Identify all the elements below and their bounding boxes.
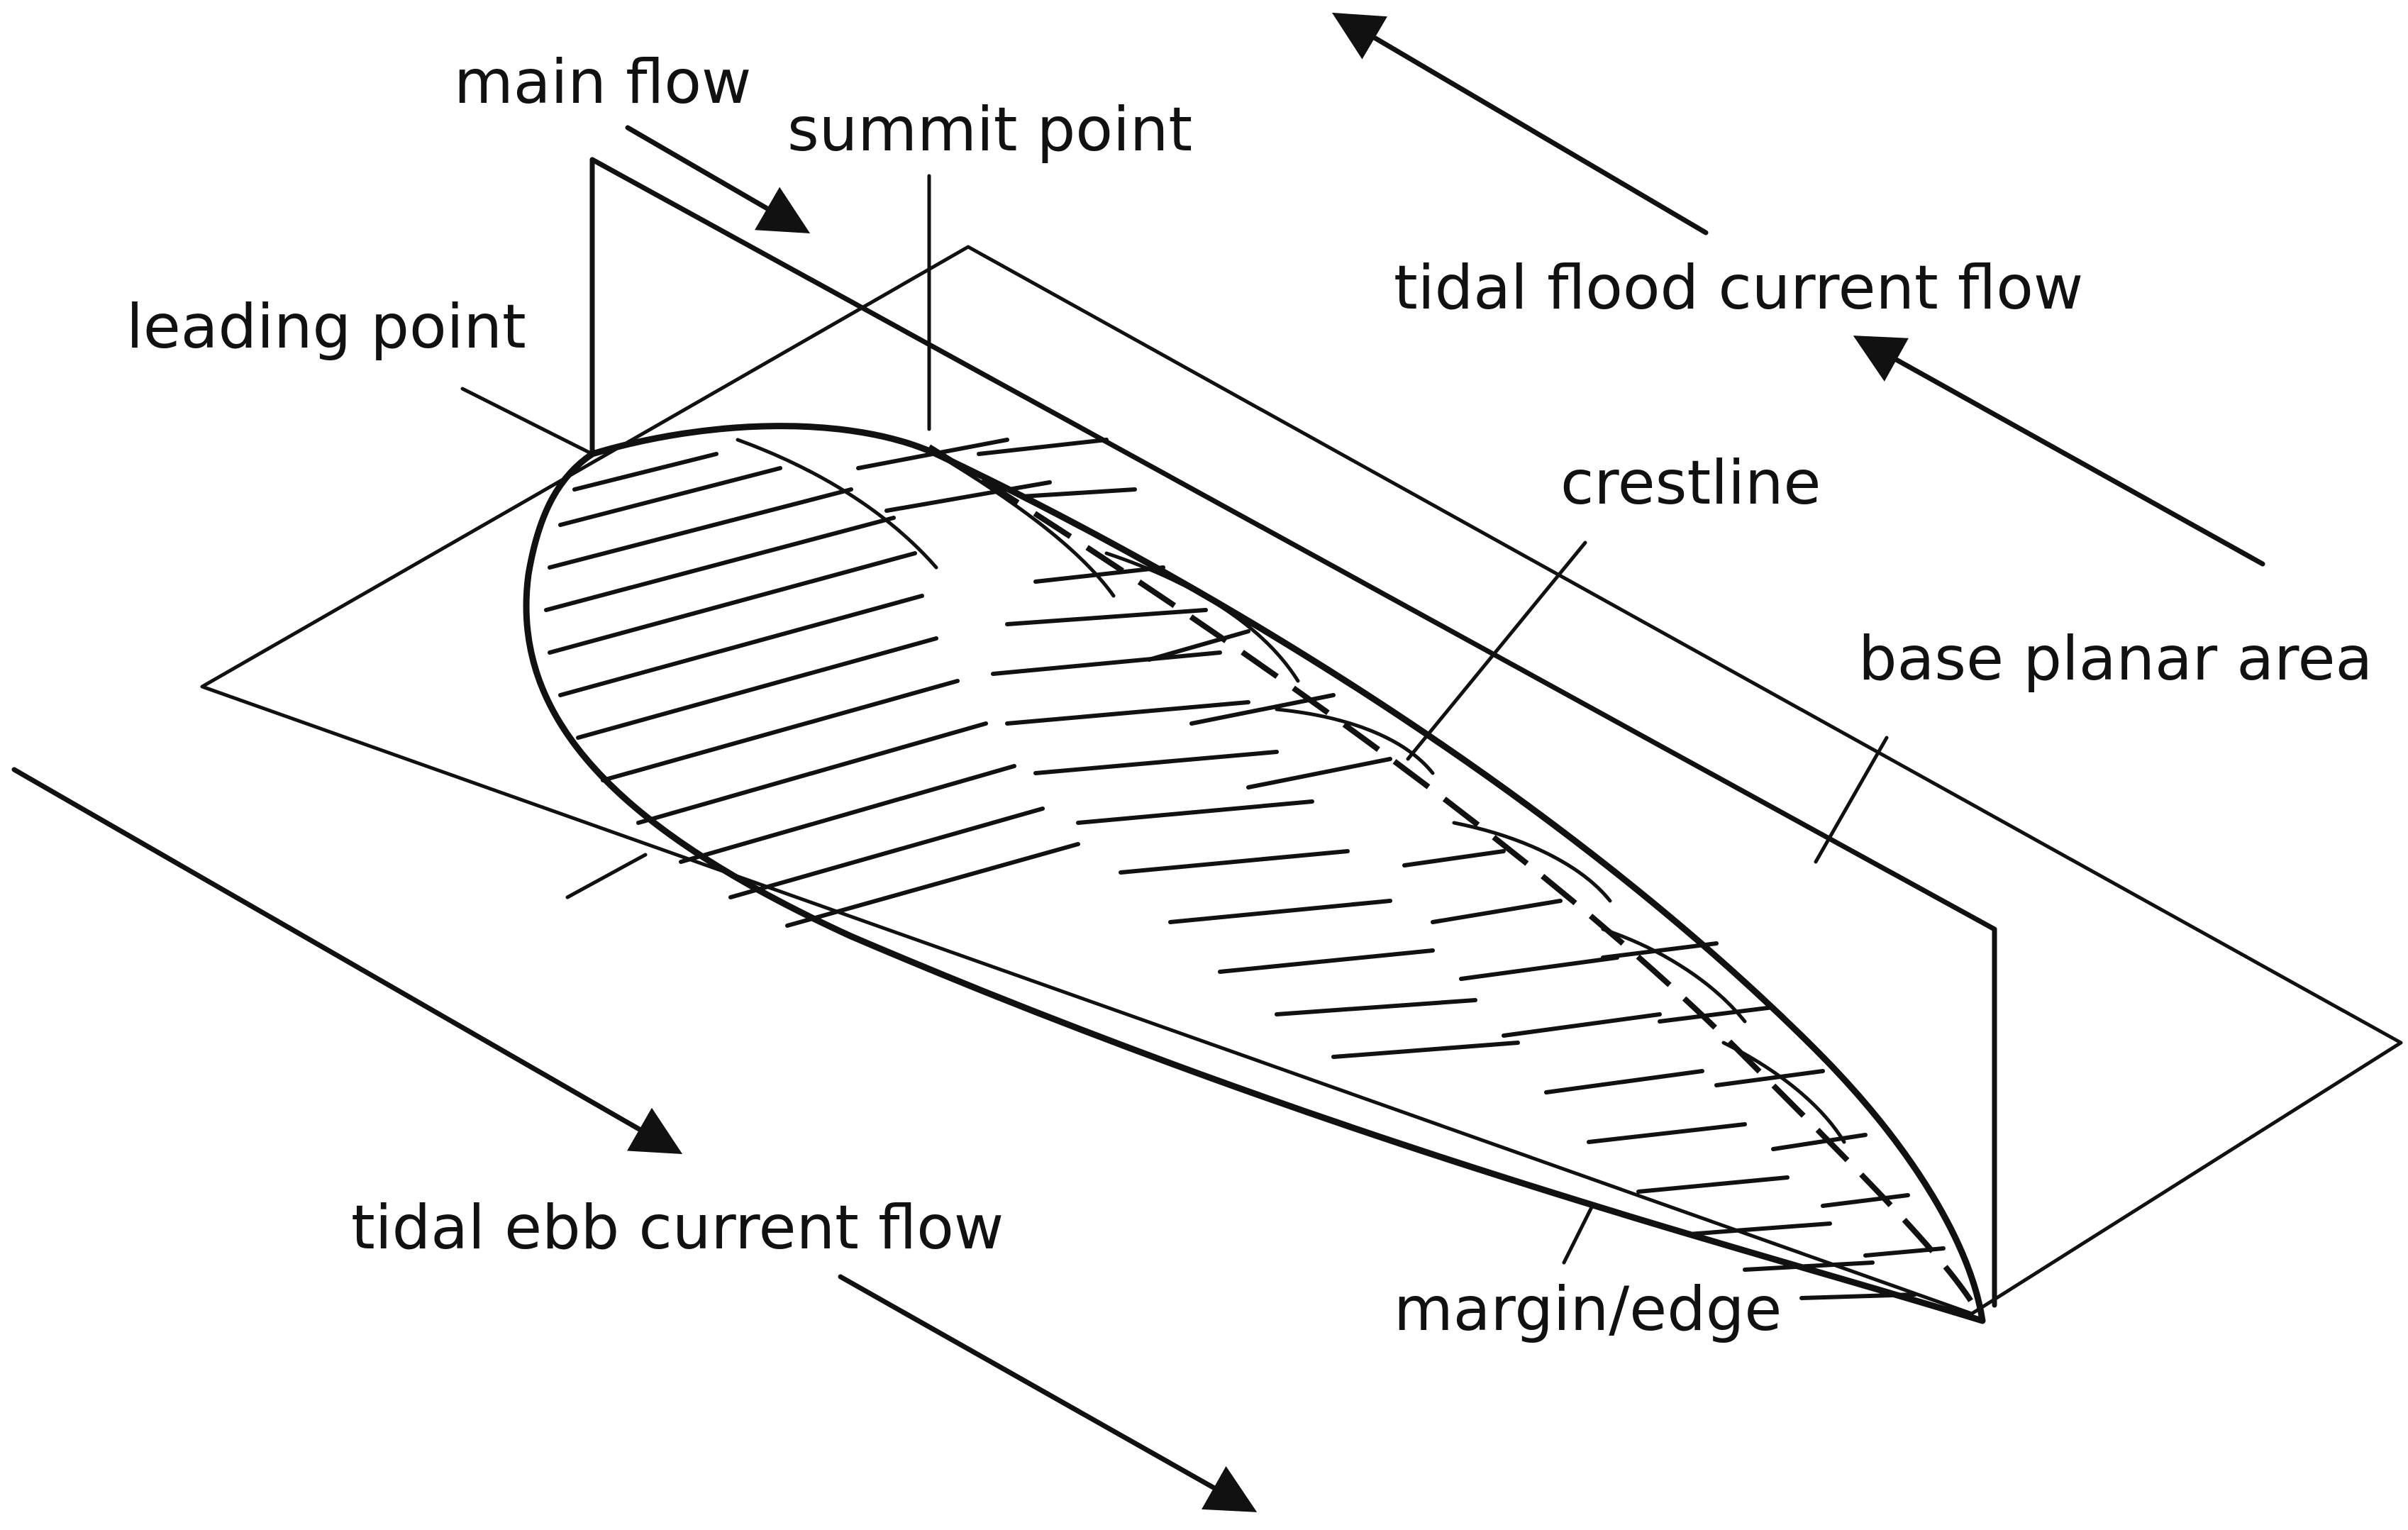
summit-point-label: summit point <box>787 94 1192 165</box>
margin-left-tick <box>565 853 648 899</box>
tidal-flood-arrow-lower <box>1853 336 2265 567</box>
bedform-hatching <box>544 438 1946 1300</box>
crestline-dashed <box>927 444 1985 1322</box>
main-flow-label: main flow <box>454 47 751 118</box>
tidal-ebb-arrow-upper <box>11 767 683 1154</box>
margin-edge-leader <box>1562 1204 1594 1265</box>
base-planar-area-leader <box>1814 736 1889 864</box>
bedform-body <box>523 423 1986 1324</box>
leading-point-leader <box>460 387 594 456</box>
tidal-ebb-label: tidal ebb current flow <box>351 1192 1004 1263</box>
leading-point-label: leading point <box>126 292 526 362</box>
base-plane <box>200 245 2403 1316</box>
vertical-section-plane <box>589 157 1997 1308</box>
tidal-ebb-arrow-lower <box>838 1274 1258 1512</box>
crestline-label: crestline <box>1560 448 1821 519</box>
main-flow-arrow <box>625 125 811 234</box>
tidal-flood-label: tidal flood current flow <box>1394 253 2083 323</box>
base-planar-area-label: base planar area <box>1858 623 2373 694</box>
crestline-leader <box>1406 541 1587 761</box>
margin-edge-label: margin/edge <box>1394 1274 1782 1345</box>
tidal-flood-arrow-upper <box>1331 12 1709 235</box>
